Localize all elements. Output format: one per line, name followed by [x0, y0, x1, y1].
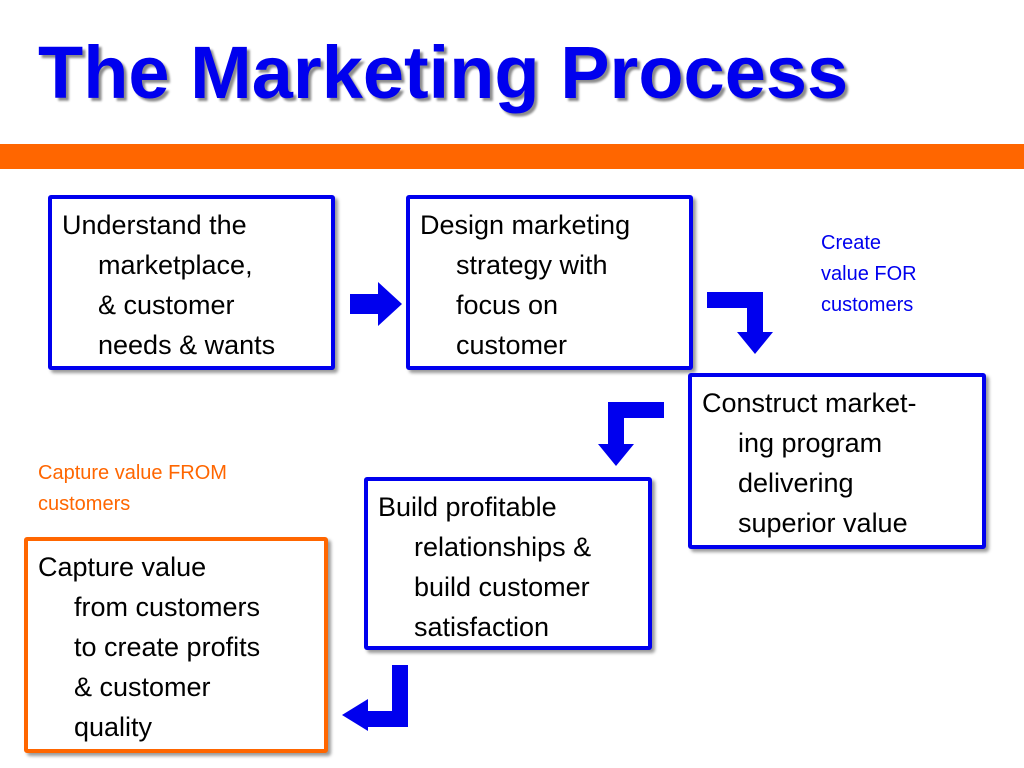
- step-line: from customers: [74, 592, 261, 622]
- right-arrow-icon: [350, 282, 402, 326]
- step-line: ing program: [738, 428, 883, 458]
- note-line: Capture value FROM: [38, 462, 227, 484]
- left-down-arrow-icon: [598, 402, 664, 466]
- capture-value-note: Capture value FROM customers: [38, 458, 227, 520]
- note-line: value FOR: [821, 263, 917, 285]
- step-line: & customer: [98, 290, 235, 320]
- step-line: Construct market-: [702, 388, 917, 418]
- step-line: Design marketing: [420, 210, 631, 240]
- step-build-relationships: Build profitable relationships & build c…: [364, 477, 652, 650]
- title-divider: [0, 144, 1024, 169]
- step-line: satisfaction: [414, 612, 550, 642]
- step-line: strategy with: [456, 250, 608, 280]
- step-line: needs & wants: [98, 330, 276, 360]
- page-title: The Marketing Process: [38, 31, 849, 114]
- step-capture-value: Capture value from customers to create p…: [24, 537, 328, 753]
- step-line: superior value: [738, 508, 908, 538]
- up-left-arrow-icon: [342, 665, 408, 731]
- step-design-strategy: Design marketing strategy with focus on …: [406, 195, 693, 370]
- right-down-arrow-icon: [707, 292, 773, 354]
- step-understand-marketplace: Understand the marketplace, & customer n…: [48, 195, 335, 370]
- step-construct-program: Construct market- ing program delivering…: [688, 373, 986, 549]
- note-line: customers: [821, 294, 914, 316]
- create-value-note: Create value FOR customers: [821, 228, 917, 321]
- note-line: Create: [821, 232, 882, 254]
- step-line: to create profits: [74, 632, 261, 662]
- step-line: Understand the: [62, 210, 247, 240]
- step-line: delivering: [738, 468, 854, 498]
- step-line: Capture value: [38, 552, 207, 582]
- step-line: build customer: [414, 572, 590, 602]
- step-line: marketplace,: [98, 250, 253, 280]
- step-line: quality: [74, 712, 153, 742]
- step-line: relationships &: [414, 532, 592, 562]
- step-line: & customer: [74, 672, 211, 702]
- step-line: customer: [456, 330, 568, 360]
- step-line: focus on: [456, 290, 559, 320]
- step-line: Build profitable: [378, 492, 557, 522]
- note-line: customers: [38, 493, 131, 515]
